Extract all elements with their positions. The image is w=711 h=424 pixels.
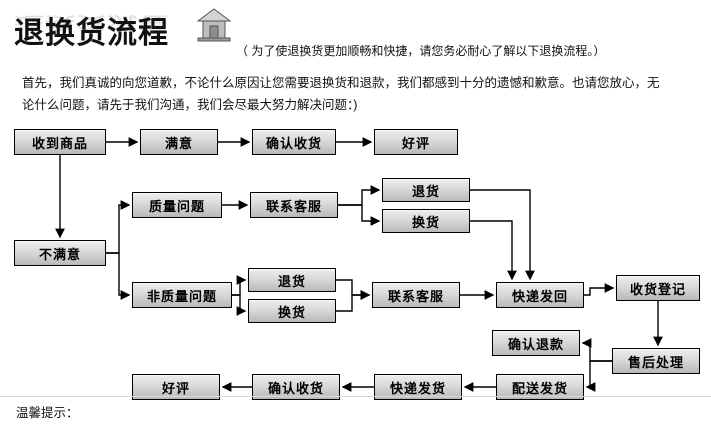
- flow-node-n7: 退货: [382, 178, 470, 202]
- flow-node-n16: 确认退款: [492, 330, 580, 356]
- flow-node-n3: 确认收货: [252, 129, 336, 155]
- flow-node-n19: 快递发货: [374, 374, 462, 400]
- flow-node-n18: 配送发货: [496, 374, 584, 400]
- flow-node-n13: 联系客服: [372, 282, 460, 308]
- footer-divider: [0, 396, 711, 397]
- flow-node-n9: 不满意: [14, 240, 106, 266]
- flow-node-n2: 满意: [140, 129, 218, 155]
- flow-node-n20: 确认收货: [252, 374, 340, 400]
- flow-node-n17: 售后处理: [612, 348, 700, 374]
- flow-node-n8: 换货: [382, 209, 470, 233]
- intro-paragraph: 首先，我们真诚的向您道歉，不论什么原因让您需要退换货和退款，我们都感到十分的遗憾…: [22, 72, 692, 116]
- flow-node-n21: 好评: [132, 374, 220, 400]
- footer-note: 温馨提示：: [16, 406, 79, 420]
- flow-node-n4: 好评: [374, 129, 458, 155]
- flow-node-n6: 联系客服: [250, 192, 338, 218]
- flow-node-n11: 退货: [248, 268, 336, 292]
- flow-node-n14: 快递发回: [496, 282, 584, 308]
- flow-node-n15: 收货登记: [616, 275, 700, 301]
- page-subtitle: （ 为了使退换货更加顺畅和快捷，请您务必耐心了解以下退换流程。）: [236, 44, 606, 58]
- page-title: 退换货流程: [14, 16, 169, 51]
- intro-line-2: 论什么问题，请先于我们沟通，我们会尽最大努力解决问题：): [22, 98, 358, 112]
- intro-line-1: 首先，我们真诚的向您道歉，不论什么原因让您需要退换货和退款，我们都感到十分的遗憾…: [22, 76, 660, 90]
- flow-node-n5: 质量问题: [132, 192, 222, 218]
- house-icon: [196, 6, 232, 42]
- flow-node-n1: 收到商品: [14, 129, 106, 155]
- flow-node-n10: 非质量问题: [132, 282, 232, 308]
- flow-node-n12: 换货: [248, 299, 336, 323]
